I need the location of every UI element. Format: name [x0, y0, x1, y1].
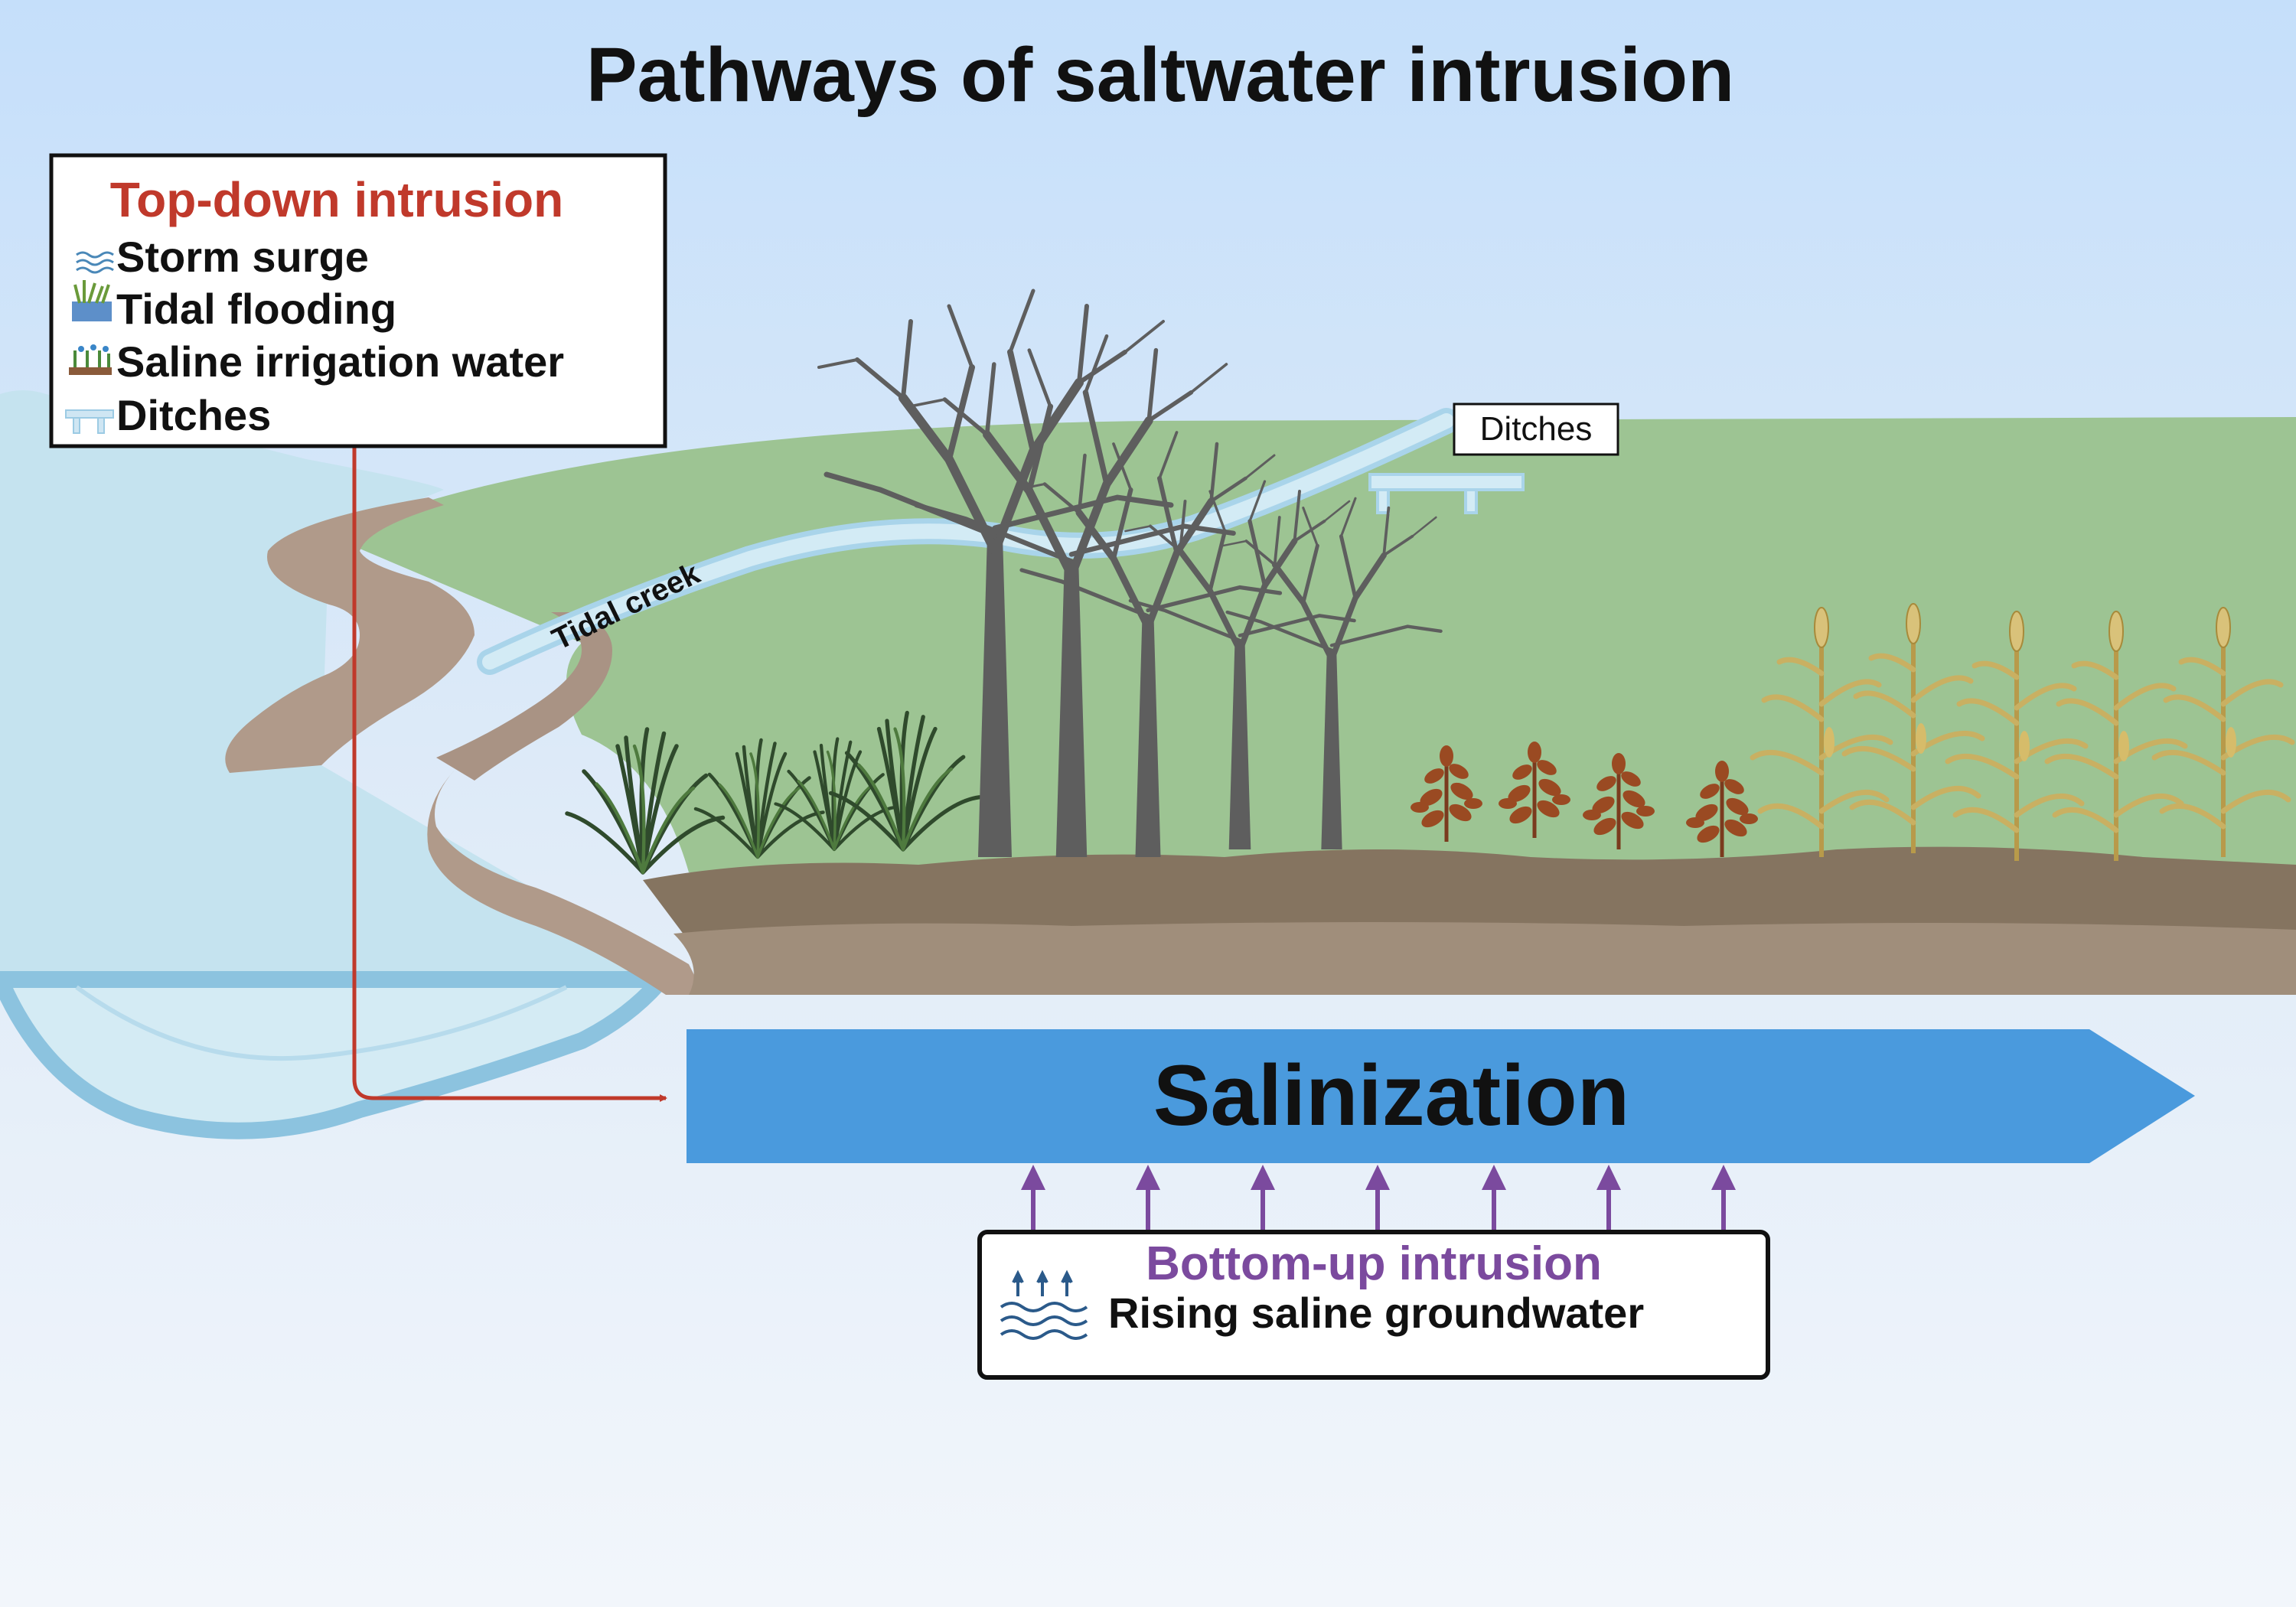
ditches-label: Ditches [116, 391, 271, 439]
salinization-label: Salinization [1153, 1048, 1629, 1143]
ditches-callout-label: Ditches [1480, 410, 1593, 448]
beach-strip [436, 612, 612, 781]
bottom-up-arrows [1021, 1165, 1736, 1232]
salinization-arrow: Salinization [687, 1029, 2195, 1163]
bottom-up-legend: Bottom-up intrusion Rising saline ground… [977, 1230, 1770, 1380]
beach-lower [427, 765, 704, 995]
top-down-legend: Top-down intrusion Storm surge Tidal flo… [49, 153, 667, 448]
shoreline [225, 497, 475, 773]
rising-groundwater-icon [1000, 1270, 1088, 1340]
ditches-callout: Ditches [1453, 403, 1619, 456]
ditches-icon [65, 409, 114, 434]
tidal-flooding-label: Tidal flooding [116, 285, 396, 333]
saline-irrigation-icon [69, 344, 112, 375]
topsoil [643, 846, 2296, 941]
storm-surge-icon [76, 251, 114, 274]
ditch-pipes [1368, 473, 1525, 514]
top-down-connector [352, 448, 667, 1102]
sea-ripple [75, 985, 568, 1061]
storm-surge-label: Storm surge [116, 233, 369, 281]
sea-water [0, 390, 689, 980]
subsoil [673, 922, 2296, 995]
bottom-up-heading: Bottom-up intrusion [1146, 1237, 1602, 1290]
tidal-flooding-icon [72, 280, 112, 321]
saline-irrigation-label: Saline irrigation water [116, 337, 564, 386]
rising-groundwater-label: Rising saline groundwater [1108, 1289, 1644, 1337]
page-title: Pathways of saltwater intrusion [586, 32, 1734, 118]
top-down-heading: Top-down intrusion [110, 172, 563, 227]
